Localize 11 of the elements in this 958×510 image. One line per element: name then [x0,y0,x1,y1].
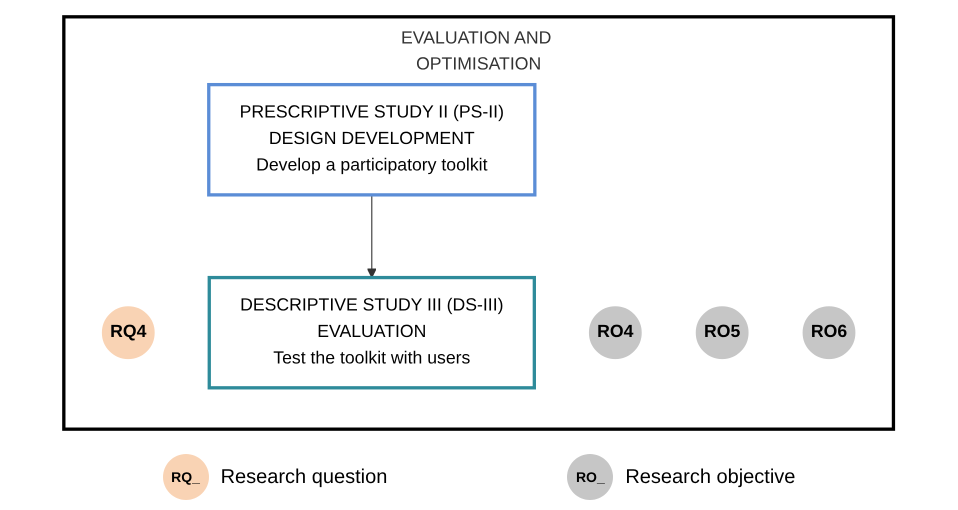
node-circle: RO6 [802,306,856,360]
node-circle: RO4 [589,306,642,360]
swatch-label: RQ_ [171,469,200,485]
legend-text: Research objective [625,466,796,488]
node-circle: RO5 [696,306,749,360]
node-circle: RQ4 [102,306,156,360]
node-box: DESCRIPTIVE STUDY III (DS-III) EVALUATION Test the toolkit with users [208,276,536,390]
arrow [367,194,377,278]
node-box: PRESCRIPTIVE STUDY II (PS-II) DESIGN DEVELOPMENT Develop a participatory toolkit [207,82,537,197]
swatch-label: RO_ [576,469,605,485]
legend-text: Research question [220,466,388,488]
